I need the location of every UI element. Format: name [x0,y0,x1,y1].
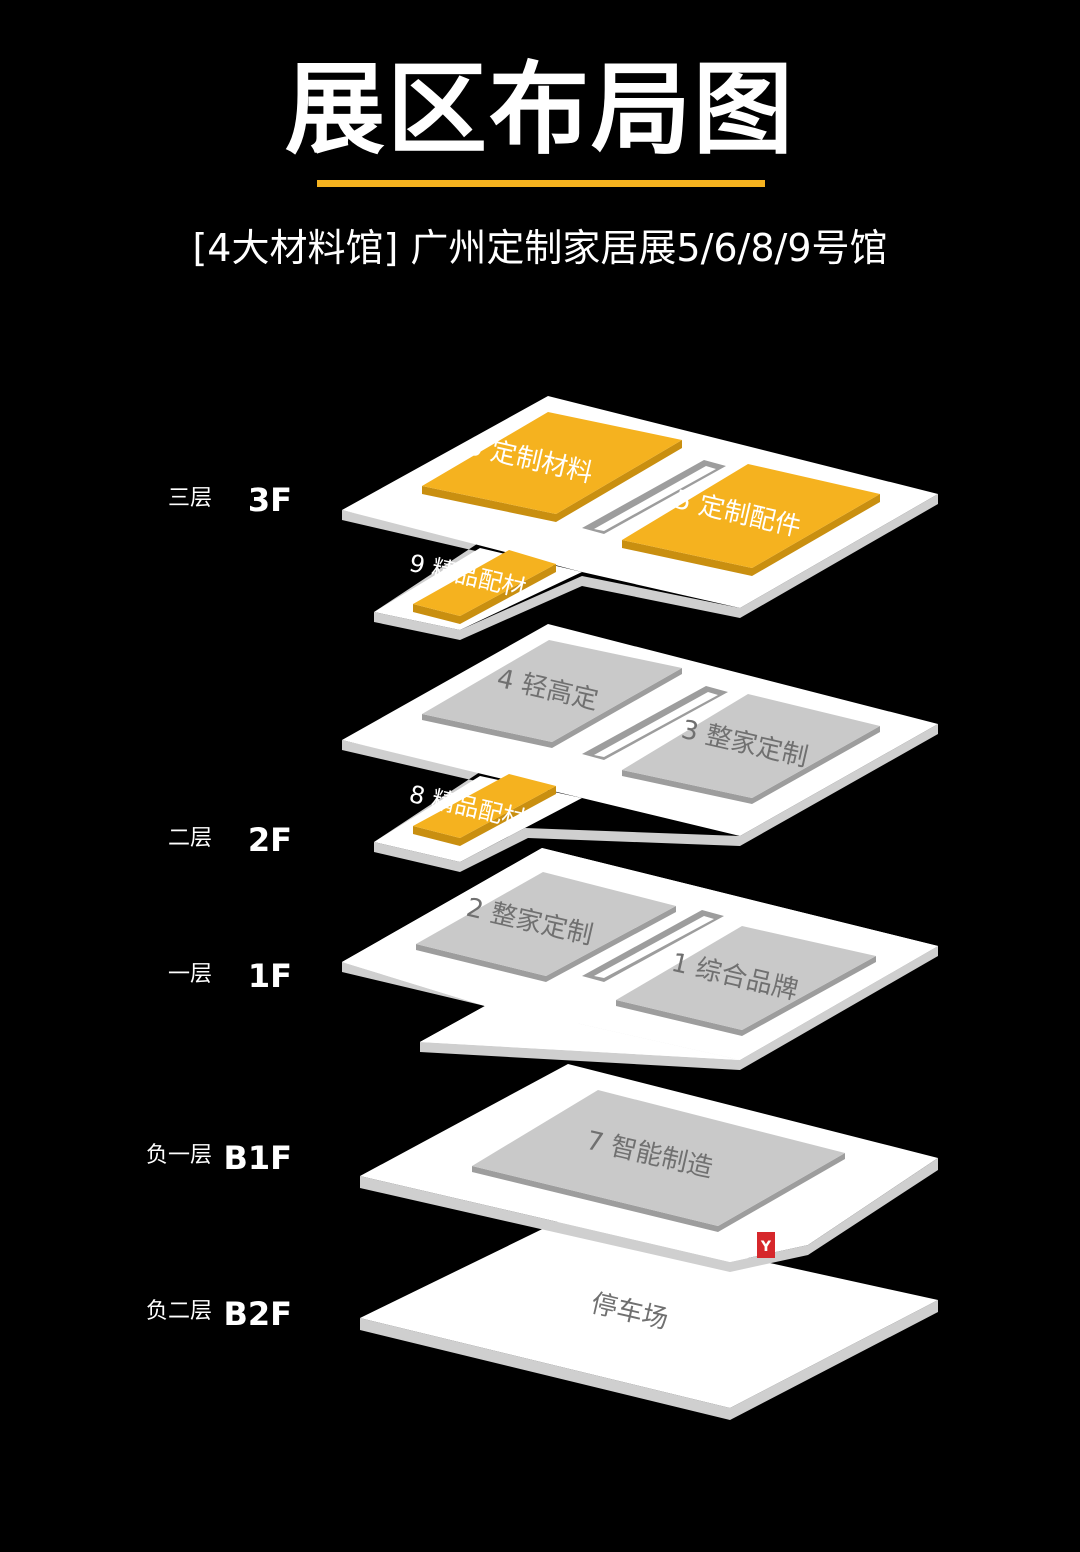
zone-5-edge [622,494,880,576]
floor-label-b2f-cn: 负二层 [145,1299,212,1324]
floor-label-3f-code: 3F [247,481,292,519]
zone-7-edge [472,1153,845,1232]
entrance-marker [757,1232,775,1258]
floor-b2f-slab [360,1218,938,1408]
floor-label-1f-cn: 一层 [167,962,212,987]
zone-1-edge [616,956,876,1036]
floor-label-1f-code: 1F [247,957,292,995]
zone-1-block [616,926,876,1030]
page-subtitle: [4大材料馆] 广州定制家居展5/6/8/9号馆 [192,226,888,270]
floor-b1f: 7 智能制造 Y [360,1064,938,1272]
atrium-1f-inner [594,916,714,978]
atrium-3f-inner [594,466,716,531]
title-underline [317,180,765,187]
floor-label-b2f-code: B2F [223,1295,292,1333]
zone-6-block [422,412,682,514]
floor-2f: 4 轻高定 3 整家定制 8 精品配材 [342,624,938,872]
zone-8-block [413,774,556,838]
floor-b2f: 停车场 [360,1218,938,1420]
page-title: 展区布局图 [285,51,795,168]
zone-7-block [472,1090,845,1226]
zone-5-block [622,464,880,568]
zone-3-block [622,694,880,798]
floor-label-3f-cn: 三层 [167,486,212,511]
floor-label-b1f-cn: 负一层 [145,1143,212,1168]
zone-2-block [416,872,676,976]
entrance-marker-icon: Y [760,1239,772,1255]
zone-4-block [422,640,682,742]
floor-b2f-edge [360,1300,938,1420]
zone-9-block [413,550,556,616]
zone-3-edge [622,726,880,804]
zone-2-edge [416,906,676,982]
atrium-2f-inner [594,692,718,757]
floor-1f: 2 整家定制 1 综合品牌 [342,848,938,1070]
floor-label-b1f-code: B1F [223,1139,292,1177]
floor-2f-edge [342,724,938,872]
floor-3f-edge [342,494,938,640]
zone-6-edge [422,440,682,522]
floor-3f: 6 定制材料 5 定制配件 9 精品配材 [342,396,938,640]
floor-1f-tab [420,1006,740,1060]
floor-b1f-edge-right [808,1158,938,1255]
floor-b1f-edge [360,1176,808,1272]
floor-label-2f-code: 2F [247,821,292,859]
floor-label-2f-cn: 二层 [167,826,212,851]
